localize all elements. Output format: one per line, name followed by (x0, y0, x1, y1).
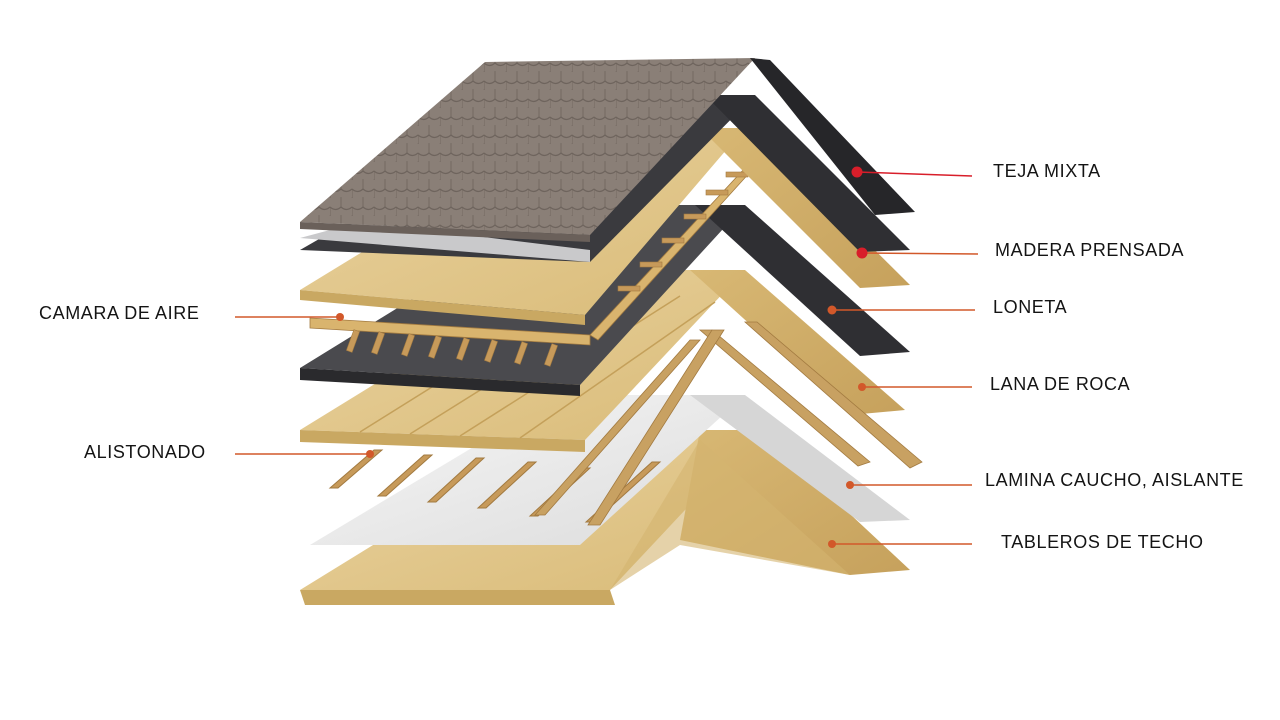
batten (328, 449, 384, 489)
loneta-right-slope (695, 205, 910, 356)
rafter (743, 321, 923, 469)
loneta-front-edge (300, 368, 580, 396)
dot-madera (856, 247, 868, 259)
batten (376, 454, 434, 497)
rafter (587, 329, 725, 526)
batten (476, 461, 538, 509)
shingle-right-slope (750, 58, 915, 215)
label-teja-mixta: TEJA MIXTA (993, 161, 1101, 181)
leader-teja (856, 171, 973, 177)
dot-teja (851, 166, 863, 178)
shingle-left-slope (300, 58, 755, 235)
tableros-front-edge (300, 590, 615, 605)
dot-lana (858, 383, 866, 391)
lana-front-edge (300, 430, 585, 452)
cross-batten (309, 317, 591, 346)
dot-tableros (828, 540, 836, 548)
label-madera-prensada: MADERA PRENSADA (995, 240, 1185, 260)
lamina-right-slope (690, 395, 910, 522)
label-camara-de-aire: CAMARA DE AIRE (39, 303, 200, 323)
label-tableros-de-techo: TABLEROS DE TECHO (1001, 532, 1204, 552)
leader-madera (861, 252, 979, 255)
shingle-front-edge (300, 222, 590, 242)
layer-camara-de-aire (309, 167, 753, 367)
rafter (698, 329, 871, 467)
label-loneta: LONETA (993, 297, 1068, 317)
label-lana-de-roca: LANA DE ROCA (990, 374, 1131, 394)
madera-front-edge (300, 290, 585, 325)
layer-teja-mixta (300, 58, 915, 242)
underlay-right-slope (705, 95, 910, 252)
leaders (235, 166, 979, 548)
dot-loneta (827, 305, 837, 315)
label-alistonado: ALISTONADO (84, 442, 206, 462)
dot-camara (336, 313, 344, 321)
batten (426, 457, 486, 503)
rafter (534, 339, 701, 516)
dot-alistonado (366, 450, 374, 458)
lana-right-slope (690, 270, 905, 415)
tableros-gable (610, 440, 850, 590)
dot-lamina (846, 481, 854, 489)
label-lamina-caucho: LAMINA CAUCHO, AISLANTE (985, 470, 1244, 490)
